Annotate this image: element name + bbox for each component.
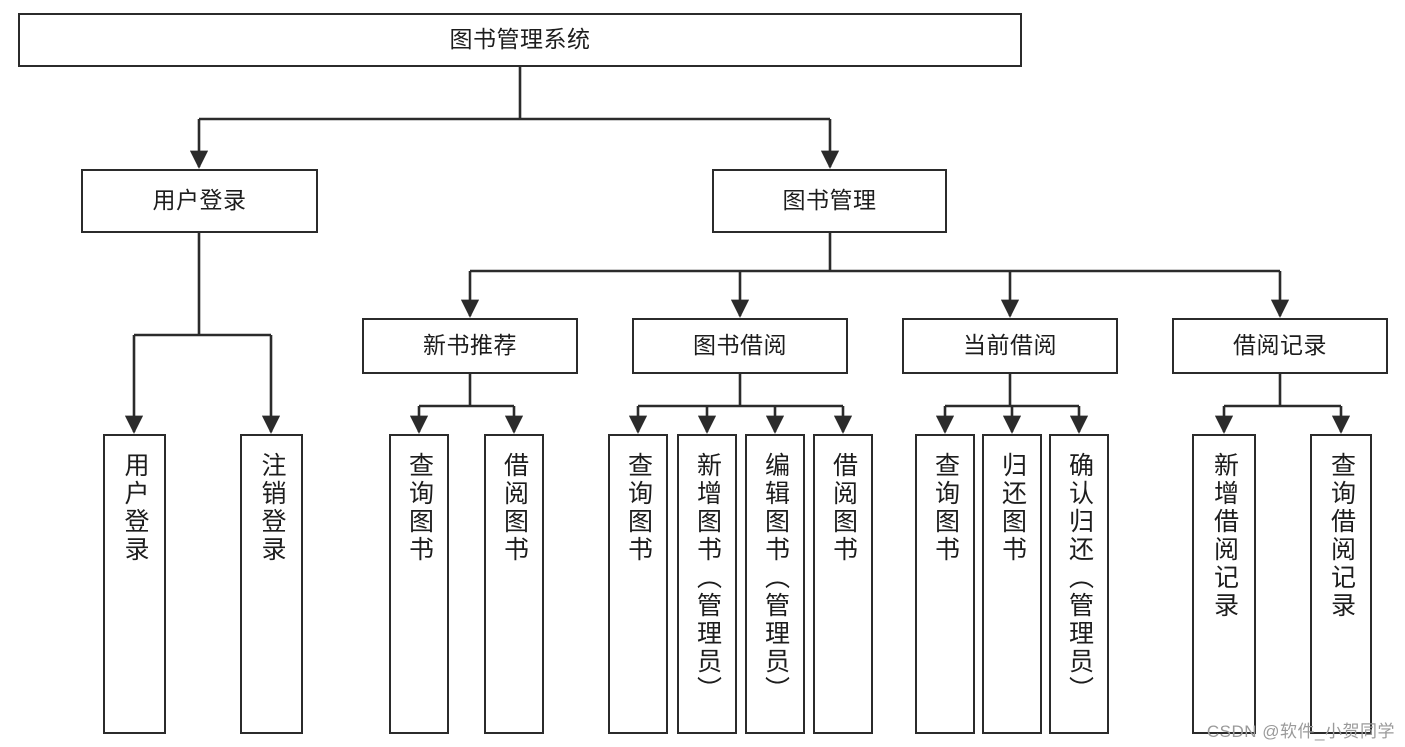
node-leaf-borrow-edit-book[interactable]: 编辑图书（管理员） [745,434,805,734]
csdn-watermark: CSDN @软件_小贺同学 [1206,722,1395,741]
node-leaf-rec-borrow-book[interactable]: 借阅图书 [484,434,544,734]
node-leaf-borrow-query-book-label: 查询图书 [624,452,653,564]
node-leaf-borrow-add-book[interactable]: 新增图书（管理员） [677,434,737,734]
node-leaf-cur-confirm-return[interactable]: 确认归还（管理员） [1049,434,1109,734]
node-book-manage[interactable]: 图书管理 [712,169,947,233]
node-leaf-rec-query-record-label: 查询借阅记录 [1327,452,1356,620]
node-leaf-rec-borrow-book-label: 借阅图书 [500,452,529,564]
node-leaf-borrow-borrow-book-label: 借阅图书 [829,452,858,564]
node-leaf-user-login[interactable]: 用户登录 [103,434,166,734]
node-leaf-borrow-edit-book-label: 编辑图书（管理员） [761,452,790,704]
node-book-manage-label: 图书管理 [782,187,877,214]
node-leaf-cur-query-book-label: 查询图书 [931,452,960,564]
node-borrow-record[interactable]: 借阅记录 [1172,318,1388,374]
node-leaf-borrow-query-book[interactable]: 查询图书 [608,434,668,734]
node-root[interactable]: 图书管理系统 [18,13,1022,67]
node-leaf-user-logout[interactable]: 注销登录 [240,434,303,734]
node-leaf-rec-query-book[interactable]: 查询图书 [389,434,449,734]
node-leaf-user-login-label: 用户登录 [121,452,149,564]
node-leaf-cur-return-book[interactable]: 归还图书 [982,434,1042,734]
node-leaf-rec-add-record-label: 新增借阅记录 [1210,452,1239,620]
node-new-book-rec[interactable]: 新书推荐 [362,318,578,374]
node-leaf-cur-query-book[interactable]: 查询图书 [915,434,975,734]
node-book-borrow-label: 图书借阅 [693,332,787,359]
node-borrow-record-label: 借阅记录 [1233,332,1327,359]
node-user-login-label: 用户登录 [152,187,247,214]
node-leaf-user-logout-label: 注销登录 [258,452,286,564]
node-current-borrow[interactable]: 当前借阅 [902,318,1118,374]
node-leaf-rec-query-record[interactable]: 查询借阅记录 [1310,434,1372,734]
node-leaf-cur-return-book-label: 归还图书 [998,452,1027,564]
node-leaf-rec-query-book-label: 查询图书 [405,452,434,564]
node-current-borrow-label: 当前借阅 [963,332,1057,359]
node-leaf-borrow-borrow-book[interactable]: 借阅图书 [813,434,873,734]
node-book-borrow[interactable]: 图书借阅 [632,318,848,374]
node-root-label: 图书管理系统 [449,26,591,53]
node-new-book-rec-label: 新书推荐 [423,332,517,359]
node-leaf-borrow-add-book-label: 新增图书（管理员） [693,452,722,704]
node-user-login[interactable]: 用户登录 [81,169,318,233]
node-leaf-cur-confirm-return-label: 确认归还（管理员） [1065,452,1094,704]
node-leaf-rec-add-record[interactable]: 新增借阅记录 [1192,434,1256,734]
